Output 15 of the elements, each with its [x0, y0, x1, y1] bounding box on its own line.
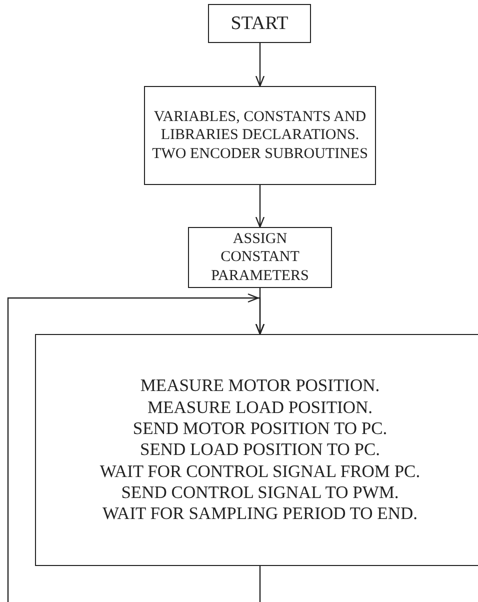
box-text: SEND LOAD POSITION TO PC. — [140, 439, 380, 461]
box-text: ASSIGN CONSTANT PARAMETERS — [210, 230, 310, 285]
box-text: VARIABLES, CONSTANTS AND LIBRARIES DECLARATIONS. — [152, 108, 368, 145]
process-box — [208, 4, 311, 43]
box-text: SEND MOTOR POSITION TO PC. — [132, 418, 388, 440]
box-text: START — [230, 12, 288, 36]
box-text: SEND CONTROL SIGNAL TO PWM. — [121, 482, 399, 504]
box-text: MEASURE MOTOR POSITION. — [140, 375, 380, 397]
box-text: WAIT FOR CONTROL SIGNAL FROM PC. — [100, 460, 420, 482]
process-box — [35, 334, 478, 566]
box-text: WAIT FOR SAMPLING PERIOD TO END. — [102, 503, 418, 525]
process-box — [144, 86, 376, 185]
box-text: TWO ENCODER SUBROUTINES — [152, 144, 368, 163]
process-box — [188, 227, 332, 288]
box-text: MEASURE LOAD POSITION. — [147, 396, 373, 418]
